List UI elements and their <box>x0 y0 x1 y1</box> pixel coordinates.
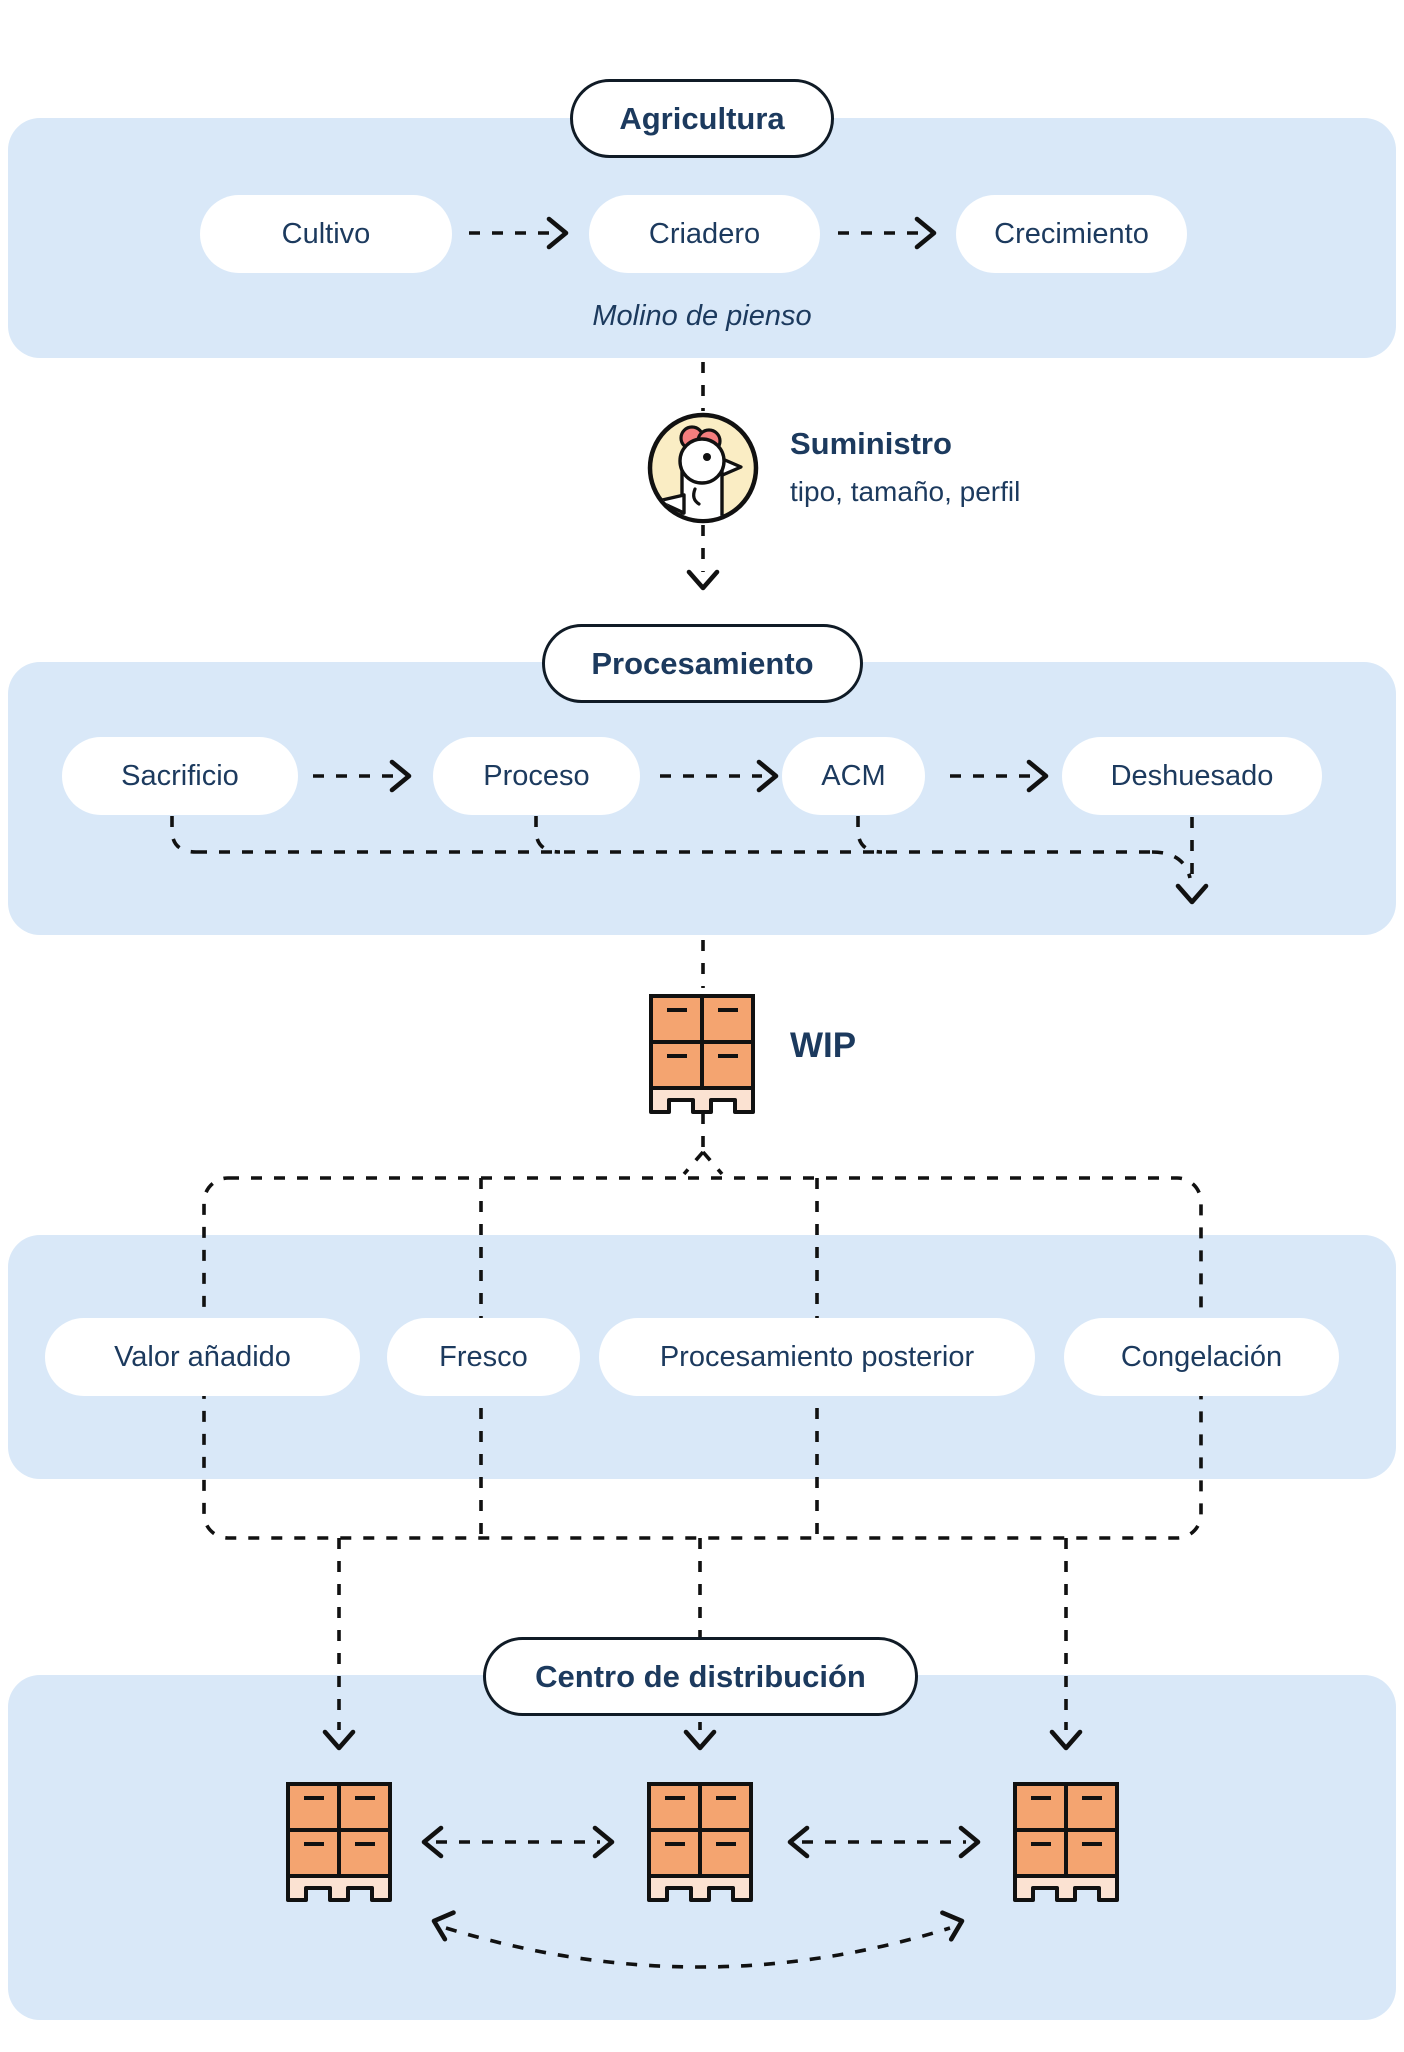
node-criadero: Criadero <box>589 195 820 273</box>
wip-label: WIP <box>790 1026 857 1065</box>
suministro-title: Suministro <box>790 426 952 461</box>
node-fresco: Fresco <box>387 1318 580 1396</box>
node-deshuesado: Deshuesado <box>1062 737 1322 815</box>
node-crecimiento: Crecimiento <box>956 195 1187 273</box>
suministro-subtitle: tipo, tamaño, perfil <box>790 476 1021 507</box>
node-acm: ACM <box>782 737 925 815</box>
molino-de-pienso-note: Molino de pienso <box>592 300 812 332</box>
section-title-agricultura: Agricultura <box>570 79 834 158</box>
node-procesamiento-posterior: Procesamiento posterior <box>599 1318 1035 1396</box>
wip-pallet-icon <box>649 994 755 1114</box>
section-title-procesamiento: Procesamiento <box>542 624 863 703</box>
node-cultivo: Cultivo <box>200 195 452 273</box>
distribution-band <box>8 1675 1396 2020</box>
node-sacrificio: Sacrificio <box>62 737 298 815</box>
section-title-centro-distribucion: Centro de distribución <box>483 1637 918 1716</box>
node-proceso: Proceso <box>433 737 640 815</box>
node-congelacion: Congelación <box>1064 1318 1339 1396</box>
chicken-icon <box>647 412 759 524</box>
node-valor-anadido: Valor añadido <box>45 1318 360 1396</box>
